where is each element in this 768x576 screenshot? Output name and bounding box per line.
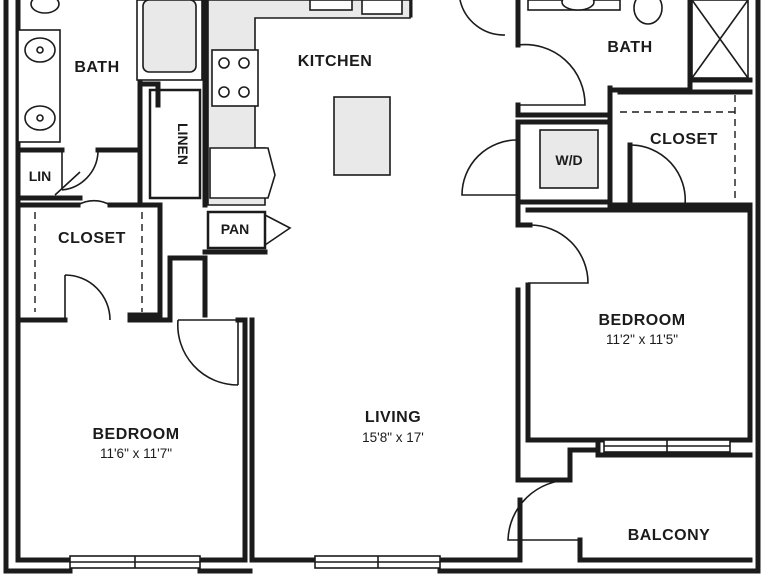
burner-icon	[238, 86, 250, 98]
burner-icon	[218, 86, 230, 98]
doors	[54, 0, 687, 541]
dim-living: 15'8" x 17'	[362, 430, 424, 445]
kitchen-sink	[309, 0, 353, 11]
label-closet-left: CLOSET	[58, 230, 126, 247]
interior-walls	[15, 0, 753, 563]
room-labels: BATH KITCHEN LINEN LIN CLOSET PAN BATH C…	[29, 39, 718, 544]
label-bath-right: BATH	[607, 39, 652, 56]
stove	[211, 49, 259, 107]
washer-dryer	[539, 129, 599, 189]
label-balcony: BALCONY	[628, 527, 711, 544]
label-kitchen: KITCHEN	[298, 53, 373, 70]
label-bedroom-left: BEDROOM	[92, 426, 179, 443]
fixtures	[17, 0, 749, 206]
label-linen: LINEN	[175, 123, 191, 165]
kitchen-island	[333, 96, 391, 176]
windows	[69, 439, 731, 569]
toilet-icon	[633, 0, 663, 25]
dim-bedroom-left: 11'6" x 11'7"	[100, 446, 172, 461]
label-closet-right: CLOSET	[650, 131, 718, 148]
label-lin: LIN	[29, 168, 52, 184]
label-bedroom-right: BEDROOM	[598, 312, 685, 329]
burner-icon	[218, 57, 230, 69]
burner-icon	[238, 57, 250, 69]
exterior-walls	[3, 0, 761, 574]
fridge	[209, 147, 276, 199]
label-bath-left: BATH	[74, 59, 119, 76]
label-wd: W/D	[555, 152, 582, 168]
dim-bedroom-right: 11'2" x 11'5"	[606, 332, 678, 347]
label-pan: PAN	[221, 221, 250, 237]
dishwasher	[361, 0, 403, 15]
toilet-icon	[30, 0, 60, 14]
label-living: LIVING	[365, 409, 421, 426]
sink-icon	[561, 0, 595, 11]
